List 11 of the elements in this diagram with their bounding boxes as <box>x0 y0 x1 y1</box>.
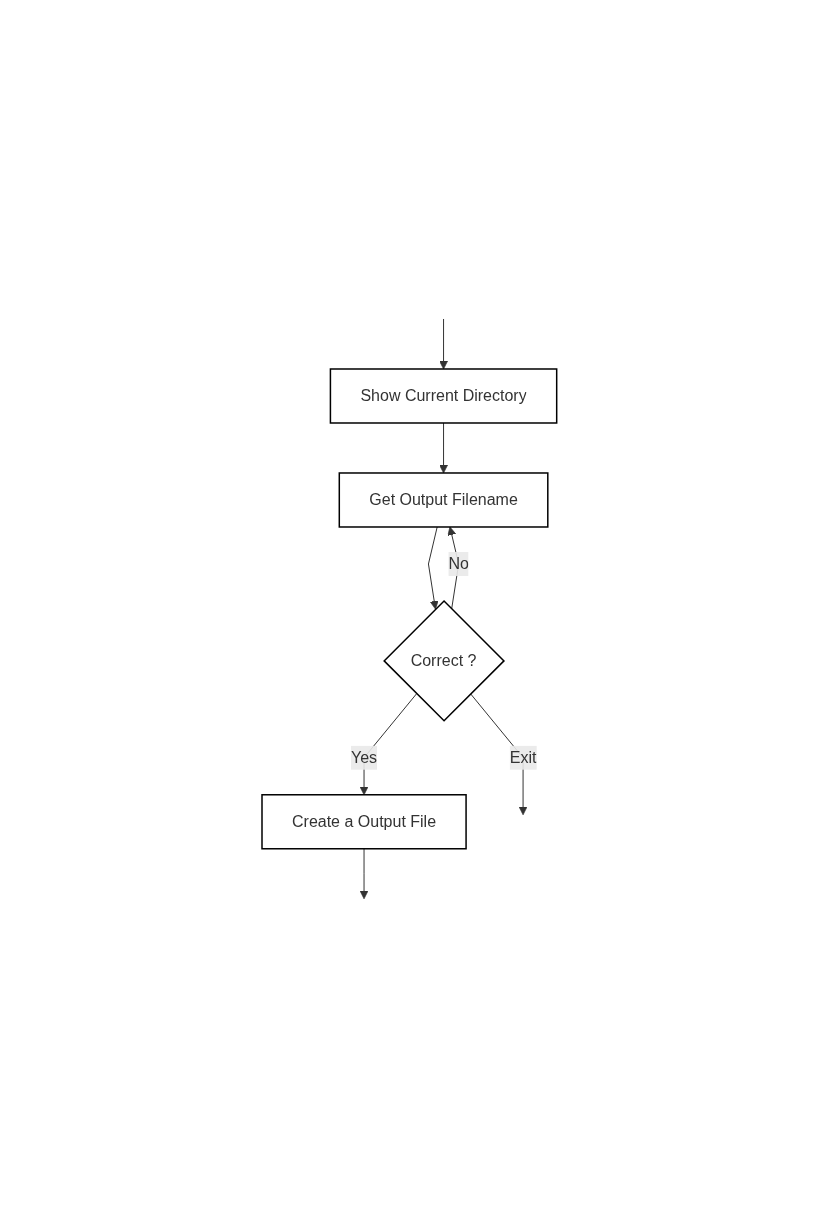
node-box: Create a Output File <box>260 794 467 850</box>
arrow <box>438 318 448 370</box>
node-box: Get Output Filename <box>338 472 549 528</box>
arrow <box>438 422 448 474</box>
arrow <box>359 848 369 900</box>
arrow <box>427 526 439 610</box>
node-diamond: Correct ? <box>382 600 505 722</box>
edge-label: Yes <box>350 748 377 766</box>
edge-label: Exit <box>509 748 537 766</box>
edge-label: No <box>448 555 469 573</box>
node-box: Show Current Directory <box>329 368 558 424</box>
